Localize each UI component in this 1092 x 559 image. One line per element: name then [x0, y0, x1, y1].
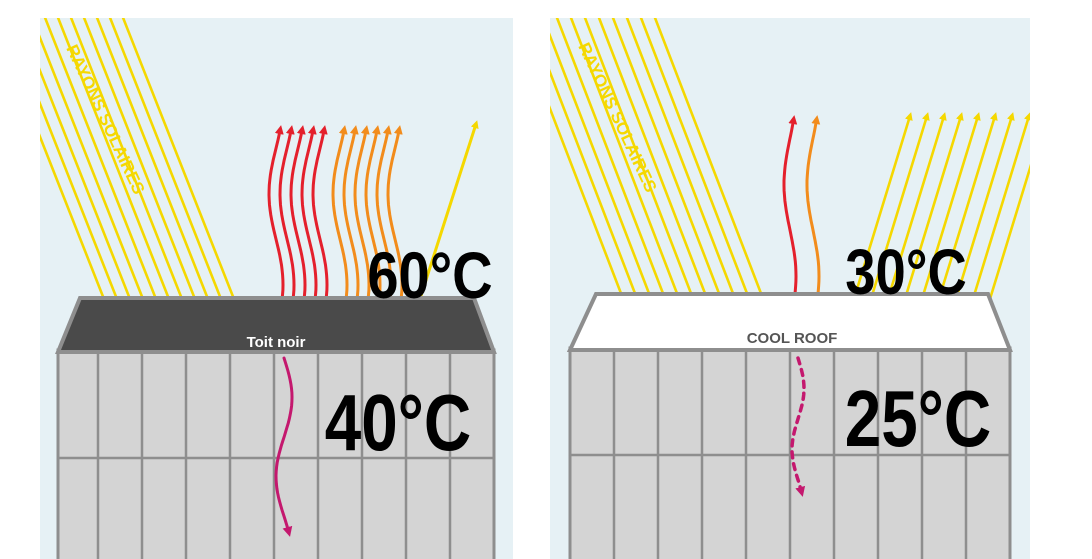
sun-ray: [550, 68, 649, 326]
sun-ray: [40, 67, 144, 331]
sun-ray: [583, 18, 705, 326]
inside-temperature: 25°C: [845, 374, 992, 464]
sun-ray: [550, 105, 635, 326]
sun-ray: [40, 100, 131, 331]
sun-ray: [43, 18, 170, 331]
sun-ray: [40, 133, 118, 331]
reflected-ray: [878, 112, 947, 327]
reflected-sun-rays: [844, 112, 1030, 327]
reflected-ray: [408, 120, 479, 332]
reflected-ray: [946, 112, 1015, 327]
sun-ray: [69, 18, 196, 331]
sun-ray: [108, 18, 235, 331]
sun-ray: [550, 32, 663, 326]
reflected-sun-ray: [408, 120, 479, 332]
roof-label: COOL ROOF: [747, 330, 838, 347]
reflected-ray: [963, 112, 1030, 327]
incoming-sun-rays: [550, 18, 775, 326]
roof-temperature: 30°C: [845, 236, 967, 308]
cool-roof-surface: [566, 292, 1013, 352]
building-facade-grid: [56, 350, 496, 559]
reflected-ray: [861, 112, 930, 327]
sun-ray: [56, 18, 183, 331]
sun-ray: [82, 18, 209, 331]
sun-ray: [597, 18, 719, 326]
sun-ray: [95, 18, 222, 331]
reflected-ray: [895, 112, 964, 327]
roof-label: Toit noir: [247, 334, 306, 351]
heat-wave-orange: [805, 115, 821, 324]
heat-into-building: [274, 356, 294, 537]
sun-ray: [121, 18, 248, 331]
reflected-ray: [912, 112, 981, 327]
sun-ray: [653, 18, 775, 326]
heat-wave-red: [782, 115, 798, 324]
sun-ray: [611, 18, 733, 326]
sun-ray: [555, 18, 677, 326]
black-roof-panel: RAYONS SOLAIRES Toit noir 60°C 40°C: [40, 18, 513, 559]
sun-ray: [639, 18, 761, 326]
building: [566, 292, 1013, 559]
heat-into-building-arrow: [274, 356, 294, 537]
reflected-ray: [980, 163, 1030, 327]
black-roof-surface: [55, 296, 497, 354]
sun-ray: [625, 18, 747, 326]
sun-ray: [569, 18, 691, 326]
heat-into-building: [790, 356, 806, 497]
reflected-ray: [844, 112, 913, 327]
reflected-ray: [929, 112, 998, 327]
heat-into-building-arrow: [790, 356, 806, 497]
cool-roof-panel: RAYONS SOLAIRES COOL ROOF 30°C 25°C: [550, 18, 1030, 559]
roof-heat-emission: [782, 115, 821, 324]
inside-temperature: 40°C: [325, 378, 472, 468]
building-facade-grid: [568, 348, 1012, 559]
incoming-sun-rays: [40, 18, 248, 331]
building: [55, 296, 497, 559]
sun-ray: [40, 34, 157, 331]
roof-temperature: 60°C: [367, 239, 492, 312]
